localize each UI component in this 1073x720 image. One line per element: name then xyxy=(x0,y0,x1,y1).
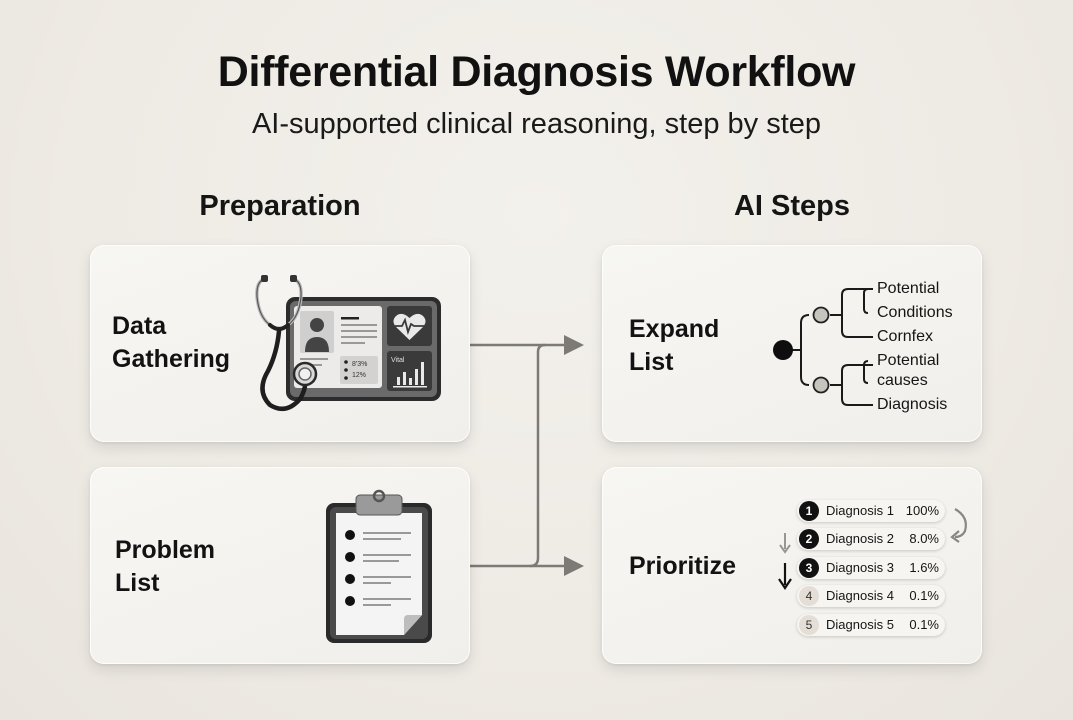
ranking-row-2[interactable]: 2 Diagnosis 2 8.0% xyxy=(797,528,945,550)
arrowhead-top xyxy=(564,335,584,355)
rank-value: 0.1% xyxy=(909,588,939,603)
rank-value: 8.0% xyxy=(909,531,939,546)
card-data-gathering[interactable]: Data Gathering 8'3% 12% Vital xyxy=(90,245,470,442)
vital-label: Vital xyxy=(391,357,405,364)
tree-label-causes: causes xyxy=(877,372,928,389)
arrow-down-light-icon xyxy=(779,533,791,554)
rank-name: Diagnosis 2 xyxy=(826,531,894,546)
rank-name: Diagnosis 4 xyxy=(826,588,894,603)
decision-tree-icon xyxy=(773,288,873,406)
rank-name: Diagnosis 5 xyxy=(826,617,894,632)
reorder-arrow-icon xyxy=(950,508,967,543)
rank-badge: 4 xyxy=(799,586,819,606)
stethoscope-icon xyxy=(255,277,308,412)
avatar-head xyxy=(310,318,324,332)
tree-label-conditions: Conditions xyxy=(877,304,953,321)
tree-label-potential-2: Potential xyxy=(877,352,940,369)
tree-label-potential-1: Potential xyxy=(877,280,940,297)
card-expand-list[interactable]: Expand List Potential Conditions Cornfex… xyxy=(602,245,982,442)
ranking-row-3[interactable]: 3 Diagnosis 3 1.6% xyxy=(797,557,945,579)
rank-badge: 3 xyxy=(799,558,819,578)
ranking-row-1[interactable]: 1 Diagnosis 1 100% xyxy=(797,500,945,522)
tree-label-diagnosis: Diagnosis xyxy=(877,396,948,413)
tree-node-1 xyxy=(812,306,830,324)
rank-badge: 1 xyxy=(799,501,819,521)
ranking-arrows xyxy=(778,533,792,590)
card-label-expand-list: Expand List xyxy=(629,315,720,376)
tablet-stat-1: 8'3% xyxy=(352,361,367,368)
clipboard-icon xyxy=(326,489,432,643)
vital-bars-icon xyxy=(397,362,424,385)
connector-bracket xyxy=(529,343,546,568)
arrow-down-dark-icon xyxy=(778,563,792,590)
tree-label-cornfex: Cornfex xyxy=(877,328,934,345)
arrowhead-bottom xyxy=(564,556,584,576)
card-label-problem-list: Problem List xyxy=(115,536,216,597)
page-subtitle: AI-supported clinical reasoning, step by… xyxy=(251,108,822,140)
rank-value: 0.1% xyxy=(909,617,939,632)
ranking-row-4[interactable]: 4 Diagnosis 4 0.1% xyxy=(797,585,945,607)
ranking-row-5[interactable]: 5 Diagnosis 5 0.1% xyxy=(797,614,945,636)
rank-name: Diagnosis 3 xyxy=(826,560,894,575)
section-title-ai-steps: AI Steps xyxy=(733,190,851,222)
tablet-stat-2: 12% xyxy=(352,372,366,379)
rank-badge: 5 xyxy=(799,615,819,635)
rank-badge: 2 xyxy=(799,529,819,549)
card-label-prioritize: Prioritize xyxy=(629,552,736,580)
section-title-preparation: Preparation xyxy=(199,190,361,222)
tree-root-node xyxy=(773,340,793,360)
rank-value: 1.6% xyxy=(909,560,939,575)
card-problem-list[interactable]: Problem List xyxy=(90,467,470,664)
page-title: Differential Diagnosis Workflow xyxy=(217,48,856,96)
stethoscope-tablet-icon: 8'3% 12% Vital xyxy=(255,275,441,412)
card-label-data-gathering: Data Gathering xyxy=(112,312,231,373)
rank-name: Diagnosis 1 xyxy=(826,503,894,518)
rank-value: 100% xyxy=(905,503,939,518)
tree-node-2 xyxy=(812,376,830,394)
